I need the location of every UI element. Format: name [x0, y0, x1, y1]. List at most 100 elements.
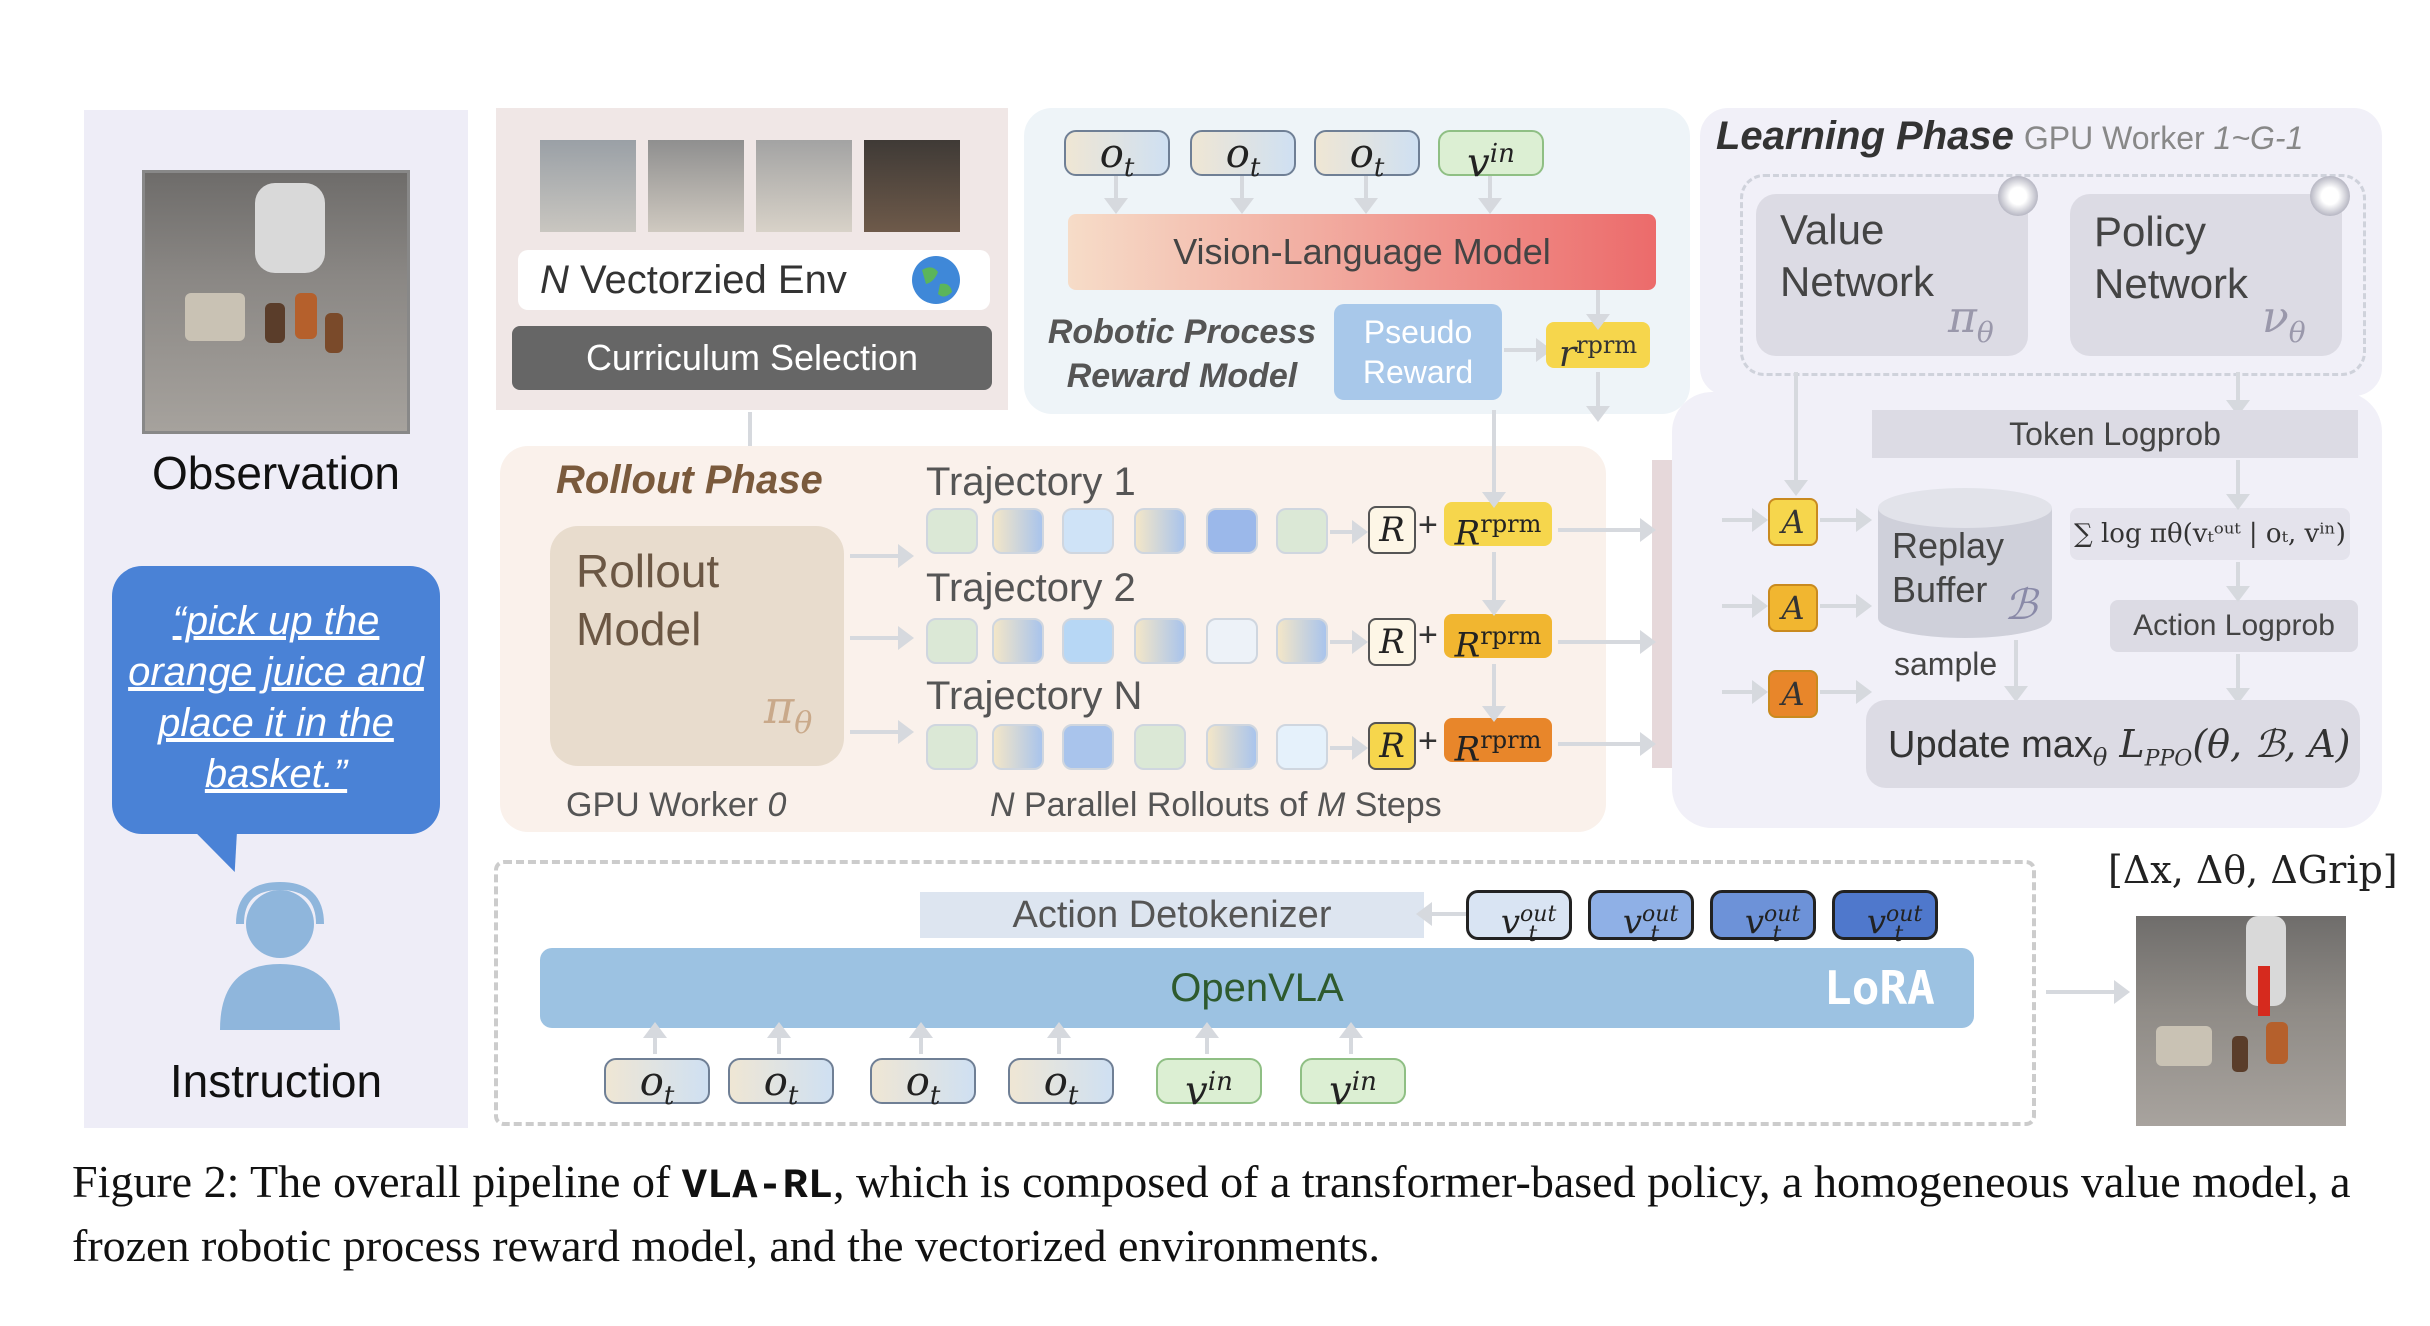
v-out-token: voutt	[1588, 890, 1694, 947]
trajectory-cell	[1206, 508, 1258, 554]
arrow-vlm-in-3	[1354, 176, 1378, 214]
trajectory-1-label: Trajectory 1	[926, 460, 1136, 504]
arrow-token-up	[909, 1022, 933, 1054]
arrow-vlm-to-rprm	[1586, 290, 1610, 330]
env-thumb	[648, 140, 744, 232]
arrow-traj1-r	[1330, 520, 1368, 544]
trajectory-cell	[1276, 724, 1328, 770]
arrow-token-up	[1047, 1022, 1071, 1054]
arrow-token-up	[1339, 1022, 1363, 1054]
env-n-symbol: N	[540, 258, 569, 302]
trajectory-2-label: Trajectory 2	[926, 566, 1136, 610]
arrow-rprm-to-traj	[1482, 410, 1506, 508]
traj2-plus: +	[1418, 616, 1438, 654]
arrow-traj2-r	[1330, 630, 1368, 654]
sum-logprob-box: ∑ log πθ(vₜᵒᵘᵗ | oₜ, vⁱⁿ)	[2070, 508, 2350, 560]
o-t-token: ot	[870, 1058, 976, 1111]
caption-prefix: Figure 2: The overall pipeline of	[72, 1156, 682, 1207]
networks-dashed-box	[1740, 174, 2366, 376]
instruction-text: “pick up the orange juice and place it i…	[128, 599, 424, 796]
observation-image	[142, 170, 410, 434]
bottle-shape	[265, 303, 285, 343]
trajectory-cell	[1276, 508, 1328, 554]
arrow-rollout-traj-n	[850, 720, 914, 744]
juice-shape	[2266, 1022, 2288, 1064]
caption-name: VLA-RL	[681, 1162, 834, 1210]
arrow-traj2-gae	[1558, 630, 1656, 654]
instruction-bubble	[112, 566, 440, 834]
juice-shape	[295, 293, 317, 339]
value-network-gear-icon	[1998, 176, 2038, 216]
arrow-gae-a1	[1722, 508, 1768, 532]
openvla-label: OpenVLA	[1170, 966, 1344, 1010]
arrow-rprm-down	[1586, 372, 1610, 422]
arrow-vlm-in-2	[1230, 176, 1254, 214]
value-network-symbol: πθ	[1948, 292, 1994, 349]
arrow-buffer-update	[2004, 640, 2028, 702]
trajectory-cell	[1062, 618, 1114, 664]
action-logprob-box: Action Logprob	[2110, 600, 2358, 652]
arrow-down-icon	[2258, 966, 2270, 1016]
replay-buffer-symbol: ℬ	[2004, 580, 2038, 629]
bottle-shape	[325, 313, 343, 353]
o-t-token: ot	[1008, 1058, 1114, 1111]
rollout-worker-label: GPU Worker 0	[566, 786, 787, 824]
basket-shape	[185, 293, 245, 341]
trajectory-cell	[1206, 618, 1258, 664]
arrow-traj1-gae	[1558, 518, 1656, 542]
arrow-token-up	[1195, 1022, 1219, 1054]
pseudo-reward-box: Pseudo Reward	[1334, 304, 1502, 400]
observation-label: Observation	[151, 447, 400, 499]
arrow-sum-to-action	[2226, 562, 2250, 602]
policy-network-symbol: νθ	[2262, 292, 2306, 349]
traj1-plus: +	[1418, 506, 1438, 544]
trajectory-cell	[926, 508, 978, 554]
trajectory-cell	[992, 618, 1044, 664]
trajectory-cell	[1276, 618, 1328, 664]
arrow-pseudo-to-r	[1504, 338, 1552, 362]
v-in-token: vin	[1156, 1058, 1262, 1113]
env-thumbnails	[540, 140, 960, 232]
advantage-box-1: A	[1768, 498, 1818, 546]
arrow-rollout-traj-1	[850, 544, 914, 568]
traj1-R-box: R	[1368, 506, 1416, 554]
robot-arm-shape	[255, 183, 325, 273]
openvla-dashed-frame	[494, 860, 2036, 1126]
arrow-gae-a2	[1722, 594, 1768, 618]
traj2-R-box: R	[1368, 618, 1416, 666]
trajn-plus: +	[1418, 722, 1438, 760]
globe-icon	[910, 254, 962, 306]
caption-rest: , which is composed of a transformer-bas…	[72, 1156, 2351, 1271]
arrow-openvla-to-result	[2046, 980, 2130, 1004]
vectorized-env-label: N Vectorzied Env	[540, 258, 847, 303]
trajectory-cell	[1134, 508, 1186, 554]
instruction-label: Instruction	[169, 1055, 383, 1107]
action-detokenizer-box: Action Detokenizer	[920, 892, 1424, 938]
policy-network-box	[2070, 194, 2342, 356]
arrow-rollout-traj-2	[850, 626, 914, 650]
advantage-box-3: A	[1768, 670, 1818, 718]
vlm-input-ot-2: ot	[1190, 130, 1296, 183]
arrow-token-up	[643, 1022, 667, 1054]
arrow-token-to-sum	[2226, 460, 2250, 510]
replay-buffer-cylinder	[1876, 486, 2054, 640]
action-output-label: [Δx, Δθ, ΔGrip]	[2108, 848, 2398, 892]
token-logprob-box: Token Logprob	[1872, 410, 2358, 458]
bottle-shape	[2232, 1036, 2248, 1072]
trajectory-cell	[926, 618, 978, 664]
arrow-a1-buffer	[1820, 508, 1872, 532]
advantage-box-2: A	[1768, 584, 1818, 632]
rollout-policy-symbol: πθ	[764, 680, 813, 742]
trajectory-cell	[1206, 724, 1258, 770]
o-t-token: ot	[728, 1058, 834, 1111]
arrow-gae-a3	[1722, 680, 1768, 704]
user-icon	[216, 880, 344, 1030]
arrow-action-to-update	[2226, 654, 2250, 704]
env-thumb	[756, 140, 852, 232]
arrow-outputs-to-detokenizer	[1416, 902, 1470, 926]
value-network-box	[1756, 194, 2028, 356]
trajectory-cell	[926, 724, 978, 770]
vlm-input-ot-1: ot	[1064, 130, 1170, 183]
sample-label: sample	[1894, 646, 1998, 682]
